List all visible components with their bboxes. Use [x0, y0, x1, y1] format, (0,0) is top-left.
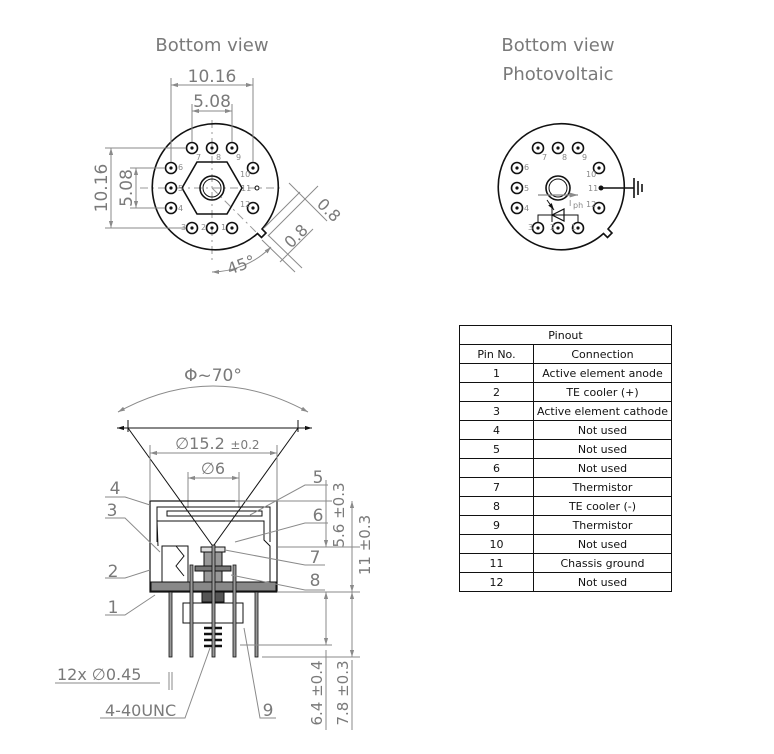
svg-text:I: I — [569, 199, 571, 208]
svg-text:10.16: 10.16 — [188, 67, 237, 87]
svg-text:5: 5 — [524, 184, 529, 193]
svg-text:3: 3 — [528, 223, 533, 232]
svg-text:±0.2: ±0.2 — [230, 438, 259, 452]
svg-text:6.4 ±0.4: 6.4 ±0.4 — [308, 660, 326, 725]
svg-text:45°: 45° — [225, 251, 258, 279]
svg-text:5.6 ±0.3: 5.6 ±0.3 — [330, 482, 348, 547]
header-connection: Connection — [533, 344, 672, 364]
svg-text:12: 12 — [240, 200, 250, 209]
svg-text:∅15.2: ∅15.2 — [175, 434, 225, 453]
svg-text:2: 2 — [108, 562, 119, 582]
svg-text:Bottom view: Bottom view — [501, 35, 614, 56]
svg-text:4: 4 — [524, 204, 529, 213]
svg-text:12x ∅0.45: 12x ∅0.45 — [57, 665, 141, 684]
svg-text:0.8: 0.8 — [313, 194, 344, 225]
svg-text:6: 6 — [313, 506, 324, 526]
svg-text:4-40UNC: 4-40UNC — [105, 701, 176, 720]
svg-text:∅6: ∅6 — [201, 459, 225, 478]
svg-text:4: 4 — [178, 204, 183, 213]
svg-text:5: 5 — [313, 468, 324, 488]
bottom-view-drawing: Bottom view 1 2 3 — [92, 35, 345, 279]
svg-text:1: 1 — [221, 223, 226, 232]
svg-text:5.08: 5.08 — [117, 169, 137, 207]
svg-text:4: 4 — [110, 479, 121, 499]
header-pin-no: Pin No. — [459, 344, 534, 364]
hex-nut — [181, 161, 243, 215]
svg-text:7.8 ±0.3: 7.8 ±0.3 — [334, 660, 352, 725]
pins-side — [168, 544, 259, 658]
pinout-title: Pinout — [459, 325, 672, 345]
svg-text:3: 3 — [107, 501, 118, 521]
bottom-view-title: Bottom view — [155, 35, 268, 56]
svg-text:Photovoltaic: Photovoltaic — [503, 64, 614, 85]
svg-text:7: 7 — [196, 153, 201, 162]
pin-labels: 1 2 3 4 5 6 7 8 9 10 11 12 — [178, 153, 251, 232]
svg-text:8: 8 — [216, 153, 221, 162]
svg-text:6: 6 — [524, 163, 529, 172]
svg-text:6: 6 — [178, 163, 183, 172]
svg-text:9: 9 — [582, 153, 587, 162]
svg-text:7: 7 — [542, 153, 547, 162]
svg-text:9: 9 — [263, 701, 274, 721]
svg-text:7: 7 — [310, 548, 321, 568]
svg-text:10: 10 — [586, 170, 596, 179]
svg-text:1: 1 — [571, 223, 576, 232]
svg-text:11: 11 — [241, 184, 251, 193]
svg-text:5.08: 5.08 — [193, 92, 231, 112]
svg-text:2: 2 — [201, 223, 206, 232]
svg-text:9: 9 — [236, 153, 241, 162]
svg-text:1: 1 — [108, 598, 119, 618]
svg-text:10: 10 — [240, 170, 250, 179]
svg-text:8: 8 — [310, 571, 321, 591]
svg-text:11: 11 — [588, 184, 598, 193]
pins — [164, 141, 260, 235]
svg-text:8: 8 — [562, 153, 567, 162]
svg-text:5: 5 — [178, 184, 183, 193]
svg-text:12: 12 — [586, 200, 596, 209]
photovoltaic-view-drawing: Bottom view Photovoltaic 1 2 3 4 5 6 7 8 — [497, 35, 643, 251]
svg-text:2: 2 — [550, 223, 555, 232]
svg-text:Φ~70°: Φ~70° — [184, 366, 242, 386]
svg-text:10.16: 10.16 — [92, 164, 112, 213]
side-view-drawing: Φ~70° ∅15.2 ±0.2 ∅6 — [55, 366, 374, 730]
svg-text:0.8: 0.8 — [280, 220, 311, 251]
window — [166, 510, 263, 517]
svg-text:11 ±0.3: 11 ±0.3 — [356, 515, 374, 575]
svg-text:ph: ph — [573, 201, 583, 210]
header-outline — [151, 122, 280, 251]
